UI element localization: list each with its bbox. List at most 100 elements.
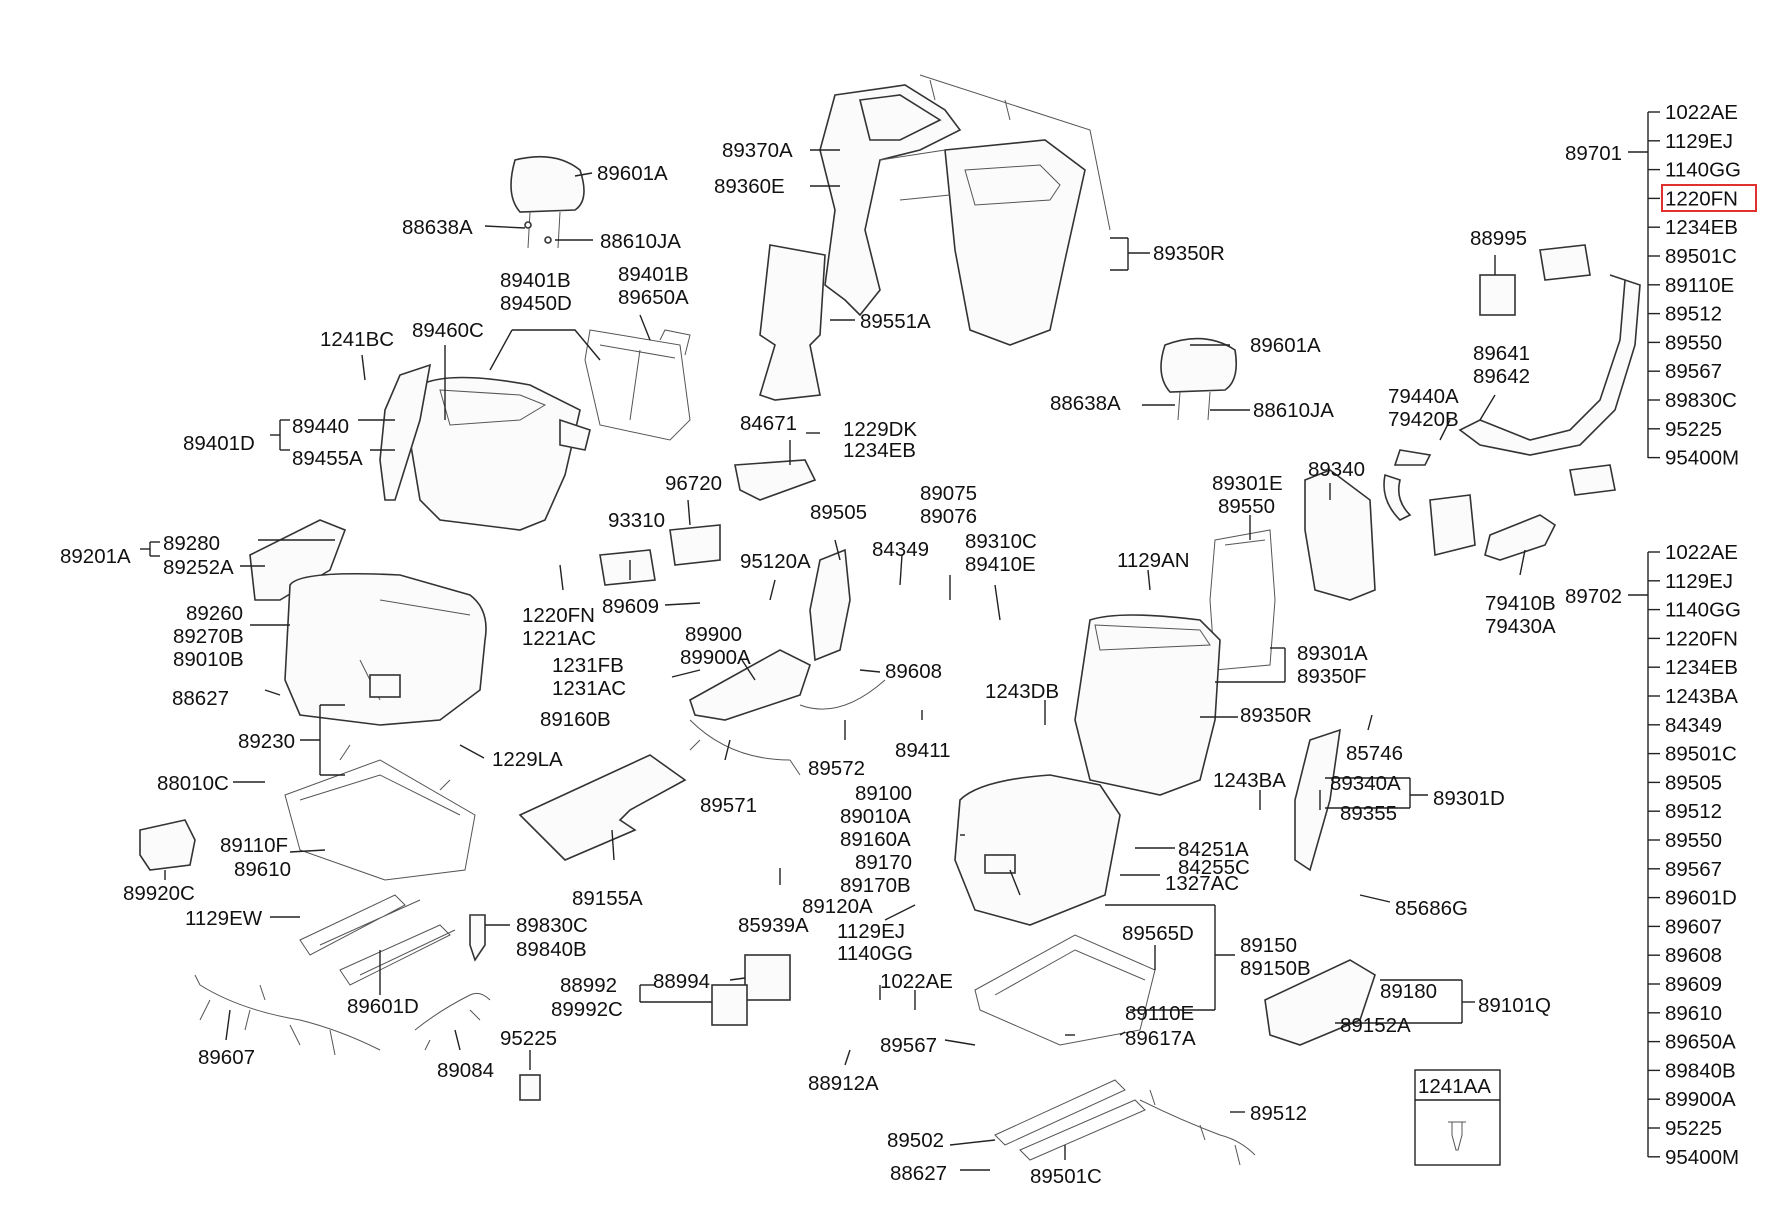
label-1220fn: 1220FN bbox=[522, 604, 595, 627]
label-88010c: 88010C bbox=[157, 772, 229, 795]
storage-tray-drawing bbox=[139, 819, 196, 871]
list-item: 89505 bbox=[1665, 771, 1722, 794]
label-1022ae: 1022AE bbox=[880, 970, 953, 993]
label-1229dk: 1229DK bbox=[843, 418, 917, 441]
label-89170: 89170 bbox=[855, 851, 912, 874]
right-seat-base-drawing bbox=[974, 934, 1156, 1046]
list-item: 89110E bbox=[1665, 274, 1734, 297]
label-89180: 89180 bbox=[1380, 980, 1437, 1003]
label-89410e: 89410E bbox=[965, 553, 1036, 576]
right-hinge-cover-drawing bbox=[1264, 959, 1376, 1046]
list-item: 1129EJ bbox=[1665, 570, 1733, 593]
label-89075: 89075 bbox=[920, 482, 977, 505]
label-89455a: 89455A bbox=[292, 447, 363, 470]
label-1129ej: 1129EJ bbox=[837, 920, 905, 943]
label-1231fb: 1231FB bbox=[552, 654, 624, 677]
label-89401b-a: 89401B bbox=[500, 269, 571, 292]
left-seat-frame-drawing bbox=[584, 329, 691, 441]
part-labels: 89601A 88638A 88610JA 89370A 89360E 8935… bbox=[60, 139, 1622, 1188]
label-79430a: 79430A bbox=[1485, 615, 1556, 638]
label-89601a-right: 89601A bbox=[1250, 334, 1321, 357]
label-89230: 89230 bbox=[238, 730, 295, 753]
list-item: 1140GG bbox=[1665, 159, 1741, 182]
label-89512: 89512 bbox=[1250, 1102, 1307, 1125]
list-item: 95400M bbox=[1665, 447, 1739, 470]
label-89355: 89355 bbox=[1340, 802, 1397, 825]
label-89155a: 89155A bbox=[572, 887, 643, 910]
label-1241bc: 1241BC bbox=[320, 328, 394, 351]
label-89350r-right: 89350R bbox=[1240, 704, 1312, 727]
left-seat-frame-base-drawing bbox=[284, 744, 476, 881]
label-89702: 89702 bbox=[1565, 585, 1622, 608]
list-item: 95225 bbox=[1665, 1117, 1722, 1140]
label-85686g: 85686G bbox=[1395, 897, 1468, 920]
bracket-89340-drawing bbox=[1304, 469, 1376, 601]
label-88638a-left: 88638A bbox=[402, 216, 473, 239]
list-item: 89601D bbox=[1665, 887, 1737, 910]
label-96720: 96720 bbox=[665, 472, 722, 495]
list-item: 89550 bbox=[1665, 829, 1722, 852]
right-side-trim-drawing bbox=[1294, 728, 1341, 872]
label-88627-right: 88627 bbox=[890, 1162, 947, 1185]
label-89270b: 89270B bbox=[173, 625, 244, 648]
left-side-trim-drawing bbox=[379, 363, 432, 501]
label-88994: 88994 bbox=[653, 970, 710, 993]
label-89920c: 89920C bbox=[123, 882, 195, 905]
label-89830c: 89830C bbox=[516, 914, 588, 937]
label-89160a: 89160A bbox=[840, 828, 911, 851]
list-item: 1140GG bbox=[1665, 599, 1741, 622]
label-88912a: 88912A bbox=[808, 1072, 879, 1095]
label-89401d: 89401D bbox=[183, 432, 255, 455]
label-89440: 89440 bbox=[292, 415, 349, 438]
right-seat-cushion-drawing bbox=[954, 774, 1121, 926]
label-1243db: 1243DB bbox=[985, 680, 1059, 703]
label-89642: 89642 bbox=[1473, 365, 1530, 388]
label-84349: 84349 bbox=[872, 538, 929, 561]
highlight-box-1220fn bbox=[1661, 184, 1757, 212]
floor-mat-drawing bbox=[518, 754, 687, 861]
label-88995: 88995 bbox=[1470, 227, 1527, 250]
buckle-drawing bbox=[469, 914, 486, 962]
label-89100: 89100 bbox=[855, 782, 912, 805]
label-89350f: 89350F bbox=[1297, 665, 1367, 688]
label-89201a: 89201A bbox=[60, 545, 131, 568]
seat-back-panel-drawing bbox=[759, 244, 826, 401]
list-item: 84349 bbox=[1665, 714, 1722, 737]
label-89076: 89076 bbox=[920, 505, 977, 528]
list-item: 89900A bbox=[1665, 1088, 1736, 1111]
list-item: 89501C bbox=[1665, 743, 1737, 766]
armrest-console-drawing bbox=[599, 459, 851, 721]
label-89150b: 89150B bbox=[1240, 957, 1311, 980]
label-89502: 89502 bbox=[887, 1129, 944, 1152]
list-item: 89610 bbox=[1665, 1002, 1722, 1025]
list-item: 89840B bbox=[1665, 1059, 1736, 1082]
list-item: 89608 bbox=[1665, 944, 1722, 967]
list-item: 89550 bbox=[1665, 331, 1722, 354]
label-89120a: 89120A bbox=[802, 895, 873, 918]
right-seat-back-drawing bbox=[1074, 614, 1221, 796]
label-89350r-top: 89350R bbox=[1153, 242, 1225, 265]
label-89900: 89900 bbox=[685, 623, 742, 646]
label-1327ac: 1327AC bbox=[1165, 872, 1239, 895]
label-89301d: 89301D bbox=[1433, 787, 1505, 810]
label-89607: 89607 bbox=[198, 1046, 255, 1069]
label-88610ja-left: 88610JA bbox=[600, 230, 681, 253]
list-item: 1234EB bbox=[1665, 216, 1738, 239]
label-89084: 89084 bbox=[437, 1059, 494, 1082]
list-item: 1220FN bbox=[1665, 187, 1738, 210]
label-89010a: 89010A bbox=[840, 805, 911, 828]
label-89370a: 89370A bbox=[722, 139, 793, 162]
label-89450d: 89450D bbox=[500, 292, 572, 315]
list-item: 1243BA bbox=[1665, 685, 1738, 708]
label-1221ac: 1221AC bbox=[522, 627, 596, 650]
label-89150: 89150 bbox=[1240, 934, 1297, 957]
label-1241aa: 1241AA bbox=[1418, 1075, 1491, 1098]
label-89301a: 89301A bbox=[1297, 642, 1368, 665]
label-88992: 88992 bbox=[560, 974, 617, 997]
list-item: 95225 bbox=[1665, 418, 1722, 441]
label-89310c: 89310C bbox=[965, 530, 1037, 553]
list-item: 1022AE bbox=[1665, 101, 1738, 124]
label-89550: 89550 bbox=[1218, 495, 1275, 518]
label-1243ba: 1243BA bbox=[1213, 769, 1286, 792]
left-seat-back-drawing bbox=[409, 376, 591, 531]
